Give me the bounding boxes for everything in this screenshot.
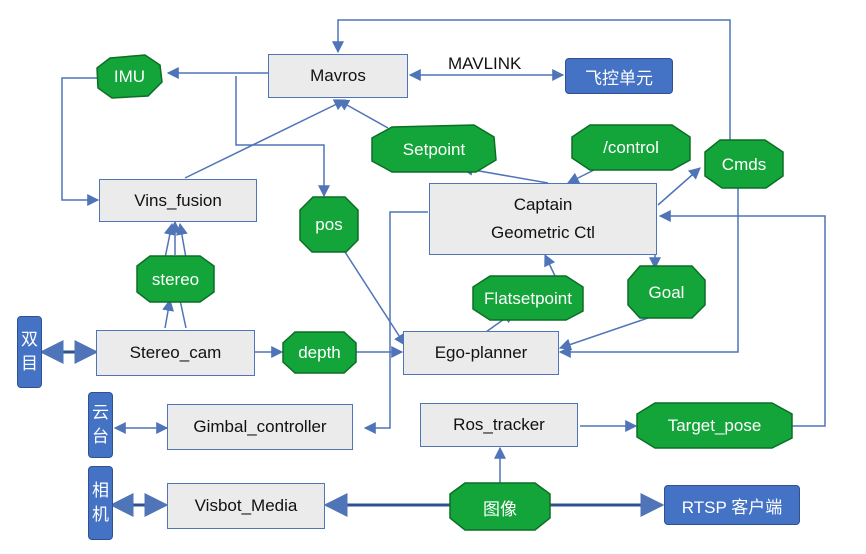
topic-pos[interactable]: pos: [315, 215, 343, 234]
edge-target-captain: [658, 210, 826, 427]
topic-target-pose[interactable]: Target_pose: [667, 416, 762, 435]
captain-node[interactable]: Captain Geometric Ctl: [429, 183, 657, 255]
topic-image[interactable]: 图像: [483, 499, 517, 519]
topic-shapes: [96, 54, 793, 531]
topic-pos-shape: [299, 196, 359, 253]
edge-pos-ego: [344, 251, 406, 347]
edge-mavros-pos: [235, 76, 330, 198]
topic-goal[interactable]: Goal: [648, 282, 685, 302]
topic-goal-shape: [627, 265, 706, 319]
topic-imu[interactable]: IMU: [113, 67, 146, 86]
camera-hw-char-2: 机: [92, 505, 109, 524]
gimbal-hw-block[interactable]: 云 台: [88, 392, 113, 458]
topic-setpoint-shape: [371, 124, 497, 173]
stereo-cam-node[interactable]: Stereo_cam: [96, 330, 255, 376]
topic-flat-shape: [472, 275, 584, 321]
visbot-media-node[interactable]: Visbot_Media: [167, 483, 325, 529]
edge-flat-captain: [544, 253, 557, 279]
topic-control[interactable]: /control: [603, 137, 659, 157]
topic-target-shape: [636, 402, 793, 449]
edge-captain-gimbal: [363, 211, 428, 434]
gimbal-controller-node[interactable]: Gimbal_controller: [167, 404, 353, 450]
ego-planner-node[interactable]: Ego-planner: [403, 331, 559, 375]
topic-image-shape: [449, 482, 551, 531]
edge-cmds-to-mavros: [332, 19, 731, 150]
edge-goal-ego: [558, 317, 649, 351]
captain-title: Captain: [513, 195, 573, 214]
topic-imu-shape: [96, 54, 163, 99]
edge-imu-vins: [61, 77, 100, 206]
topic-setpoint[interactable]: Setpoint: [402, 140, 466, 159]
vins-fusion-node[interactable]: Vins_fusion: [99, 179, 257, 222]
edge-setpoint-mavros: [336, 99, 389, 129]
edge-vins-mavros: [184, 99, 347, 179]
stereo-hw-char-2: 目: [21, 354, 38, 373]
camera-hw-block[interactable]: 相 机: [88, 466, 113, 540]
topic-stereo[interactable]: stereo: [151, 269, 200, 289]
topic-stereo-shape: [136, 255, 215, 303]
topic-cmds[interactable]: Cmds: [721, 154, 767, 174]
edge-cmds-ego: [558, 180, 739, 358]
edge-cam-stereo-b: [179, 299, 187, 329]
topic-depth-shape: [282, 331, 357, 374]
captain-subtitle: Geometric Ctl: [491, 223, 595, 242]
topic-cmds-shape: [704, 139, 784, 189]
mavlink-label: MAVLINK: [448, 54, 522, 73]
topic-control-shape: [571, 124, 691, 171]
gimbal-hw-char-1: 云: [92, 403, 109, 422]
topic-depth[interactable]: depth: [298, 343, 341, 362]
stereo-hw-char-1: 双: [21, 330, 38, 349]
camera-hw-char-1: 相: [92, 481, 109, 500]
stereo-hw-block[interactable]: 双 目: [17, 316, 42, 388]
flight-unit-block[interactable]: 飞控单元: [565, 58, 673, 94]
ros-tracker-node[interactable]: Ros_tracker: [420, 403, 578, 447]
edge-stereo-vins-a: [163, 222, 176, 259]
mavros-node[interactable]: Mavros: [268, 54, 408, 98]
rtsp-client-block[interactable]: RTSP 客户端: [664, 485, 800, 525]
topic-flatsetpoint[interactable]: Flatsetpoint: [484, 288, 572, 308]
edge-stereo-vins-b: [175, 222, 188, 259]
edge-cam-stereo-a: [162, 298, 175, 329]
gimbal-hw-char-2: 台: [92, 427, 109, 446]
edge-captain-cmds: [657, 167, 701, 206]
